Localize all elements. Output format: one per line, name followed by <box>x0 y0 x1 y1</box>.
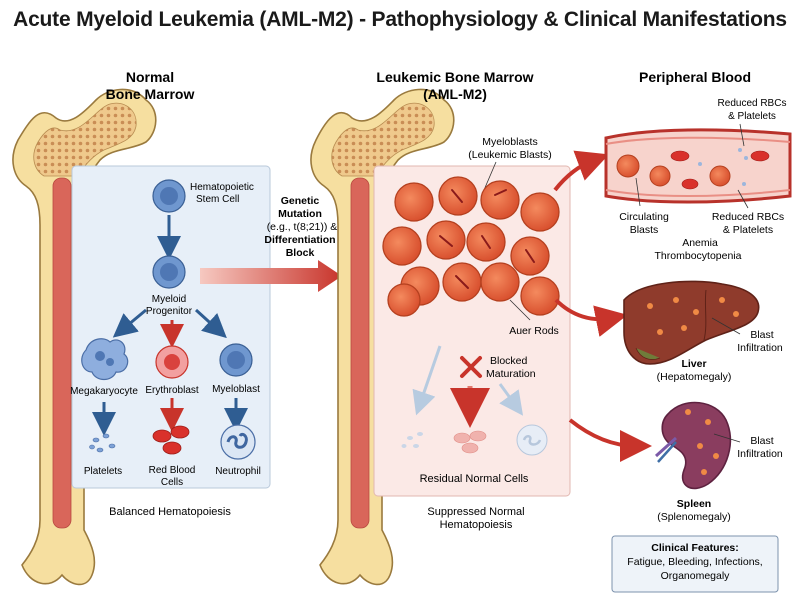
page-title: Acute Myeloid Leukemia (AML-M2) - Pathop… <box>13 8 787 31</box>
megakaryocyte-cell <box>81 338 129 381</box>
mutation-text-line5: Block <box>286 247 315 259</box>
faded-arrow-left <box>412 345 442 416</box>
clinical-features-box <box>611 535 779 593</box>
reduced-top-line1: Reduced RBCs <box>718 98 787 109</box>
erythroblast-cell <box>155 345 189 379</box>
progenitor-label-line2: Progenitor <box>146 306 193 317</box>
liver-organ <box>623 280 760 365</box>
arrow-to-blood <box>553 150 609 192</box>
stem-cell-label-line1: Hematopoietic <box>190 182 254 193</box>
mutation-text-line1: Genetic <box>281 195 320 207</box>
liver-name: Liver <box>681 358 706 370</box>
reduced-bottom-line2: & Platelets <box>723 224 773 236</box>
clinical-heading: Clinical Features: <box>651 542 739 554</box>
circulating-label-line1: Circulating <box>619 211 669 223</box>
reduced-bottom-line1: Reduced RBCs <box>712 211 784 223</box>
vessel-rbcs <box>670 150 770 190</box>
rbc-label-line1: Red Blood <box>149 465 196 476</box>
clinical-line2: Organomegaly <box>661 570 731 582</box>
mutation-text-line2: Mutation <box>278 208 322 220</box>
circulating-label-line2: Blasts <box>630 224 659 236</box>
normal-heading-line1: Normal <box>126 69 174 85</box>
myeloblast-label: Myeloblast <box>212 384 260 395</box>
rbc-label-line2: Cells <box>161 477 183 488</box>
leukemic-heading-line2: (AML-M2) <box>423 86 487 102</box>
spleen-organ <box>654 401 732 490</box>
stem-cell <box>152 179 186 213</box>
progenitor-to-myeloblast-arrow <box>194 308 227 339</box>
leukemic-caption-line2: Hematopoiesis <box>440 519 513 531</box>
clinical-line1: Fatigue, Bleeding, Infections, <box>627 556 762 568</box>
myeloblasts-label-line2: (Leukemic Blasts) <box>468 149 551 161</box>
anemia-label: Anemia <box>682 237 718 249</box>
spleen-blast-line1: Blast <box>750 435 773 447</box>
erythroblast-label: Erythroblast <box>145 385 199 396</box>
mutation-text-line3: (e.g., t(8;21)) & <box>267 221 338 233</box>
blocked-label-line2: Maturation <box>486 368 536 380</box>
reduced-top-line2: & Platelets <box>728 111 776 122</box>
auer-rods-pointer <box>509 299 531 321</box>
residual-cells-label: Residual Normal Cells <box>420 473 529 485</box>
circulating-pointer <box>635 177 641 207</box>
liver-blast-line1: Blast <box>750 329 773 341</box>
mutation-arrow <box>200 260 342 292</box>
thrombocytopenia-label: Thrombocytopenia <box>655 250 742 262</box>
spleen-detail: (Splenomegaly) <box>657 511 731 523</box>
leukemic-bone <box>310 88 455 586</box>
auer-rods <box>439 189 535 289</box>
leukemic-heading-line1: Leukemic Bone Marrow <box>376 69 533 85</box>
megakaryocyte-label: Megakaryocyte <box>70 386 138 397</box>
vessel-platelets <box>698 148 748 186</box>
blocked-x-icon <box>460 356 482 378</box>
neutrophil-cell <box>220 424 256 460</box>
platelets-group <box>89 433 116 453</box>
arrow-to-spleen <box>568 418 652 462</box>
reduced-top-pointer <box>739 123 745 147</box>
spleen-blast-line2: Infiltration <box>737 448 783 460</box>
normal-caption: Balanced Hematopoiesis <box>109 506 231 518</box>
normal-bone <box>12 88 157 586</box>
residual-rbc <box>453 430 487 454</box>
neutrophil-label: Neutrophil <box>215 466 261 477</box>
arrow-to-liver <box>554 298 628 337</box>
liver-blast-line2: Infiltration <box>737 342 783 354</box>
leukemic-blasts <box>382 176 560 317</box>
spleen-name: Spleen <box>677 498 711 510</box>
auer-rods-label: Auer Rods <box>509 325 559 337</box>
reduced-bottom-pointer <box>737 189 749 209</box>
residual-platelets <box>401 432 423 448</box>
myeloid-progenitor-cell <box>152 255 186 289</box>
residual-neutrophil <box>516 424 548 456</box>
spleen-blast-spots <box>685 409 719 475</box>
peripheral-heading: Peripheral Blood <box>639 69 751 85</box>
normal-heading-line2: Bone Marrow <box>106 86 195 102</box>
liver-blast-spots <box>647 297 739 335</box>
myeloblasts-label-line1: Myeloblasts <box>482 136 537 148</box>
myeloblast-cell <box>219 343 253 377</box>
circulating-blasts <box>616 154 731 187</box>
myeloblasts-pointer <box>483 161 497 191</box>
mutation-text-line4: Differentiation <box>264 234 335 246</box>
liver-detail: (Hepatomegaly) <box>657 371 732 383</box>
progenitor-to-megakaryocyte-arrow <box>112 308 147 338</box>
blocked-label-line1: Blocked <box>490 355 528 367</box>
leukemic-caption-line1: Suppressed Normal <box>427 506 524 518</box>
progenitor-label-line1: Myeloid <box>152 294 186 305</box>
faded-arrow-right <box>498 383 524 416</box>
liver-pointer <box>711 317 741 335</box>
platelets-label: Platelets <box>84 466 122 477</box>
spleen-pointer <box>713 433 741 443</box>
rbc-group <box>152 425 190 455</box>
stem-cell-label-line2: Stem Cell <box>196 194 239 205</box>
